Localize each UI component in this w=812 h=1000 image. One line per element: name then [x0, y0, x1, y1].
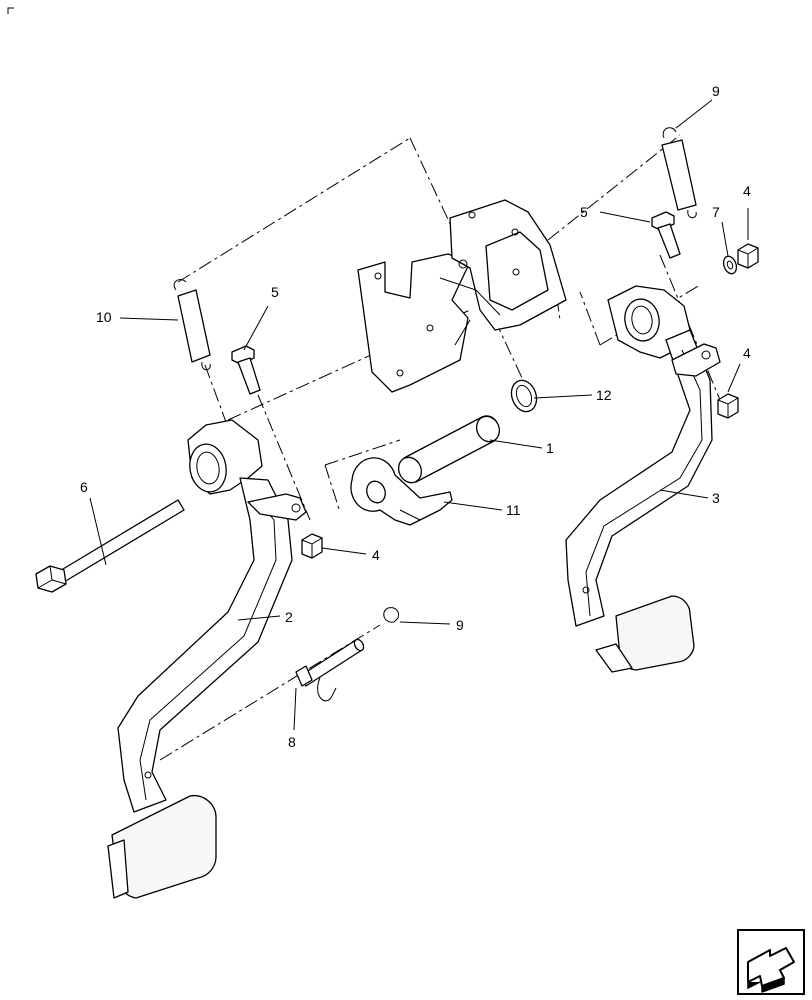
- callout-4-c: 4: [372, 547, 380, 563]
- callout-7: 7: [712, 204, 720, 220]
- bolt-right: [651, 211, 681, 259]
- nut-left: [301, 533, 323, 559]
- long-pivot-bolt: [35, 499, 185, 593]
- leader-lines: [89, 99, 749, 731]
- callout-4-a: 4: [743, 183, 751, 199]
- callout-12: 12: [596, 387, 612, 403]
- nut-top-right: [737, 243, 759, 269]
- bolt-left: [231, 345, 261, 395]
- pedal-left: [107, 419, 307, 899]
- callout-5-a: 5: [271, 284, 279, 300]
- washer-small: [722, 255, 738, 275]
- callout-8: 8: [288, 734, 296, 750]
- callout-4-b: 4: [743, 345, 751, 361]
- callout-3: 3: [712, 490, 720, 506]
- callout-2: 2: [285, 609, 293, 625]
- corner-mark-icon: [7, 7, 14, 14]
- return-spring-left: [173, 279, 211, 371]
- washer-ring: [510, 379, 538, 413]
- callout-5-b: 5: [580, 204, 588, 220]
- pivot-shaft: [397, 415, 501, 484]
- callout-labels: 1 2 3 4 4 4 5 5 6 7 8 9 9 10 11 12: [80, 83, 751, 750]
- pedal-right: [565, 285, 721, 673]
- clevis-pin: [295, 638, 365, 702]
- pedal-plate: [350, 457, 453, 526]
- callout-9-b: 9: [456, 617, 464, 633]
- retaining-clip: [383, 607, 399, 623]
- callout-6: 6: [80, 479, 88, 495]
- callout-10: 10: [96, 309, 112, 325]
- return-spring-right: [661, 127, 697, 219]
- pedal-mounting-bracket: [357, 199, 567, 393]
- nut-right: [717, 393, 739, 419]
- callout-9-a: 9: [712, 83, 720, 99]
- callout-11: 11: [506, 502, 521, 518]
- callout-1: 1: [546, 440, 554, 456]
- arrow-navigation-icon[interactable]: [737, 929, 805, 995]
